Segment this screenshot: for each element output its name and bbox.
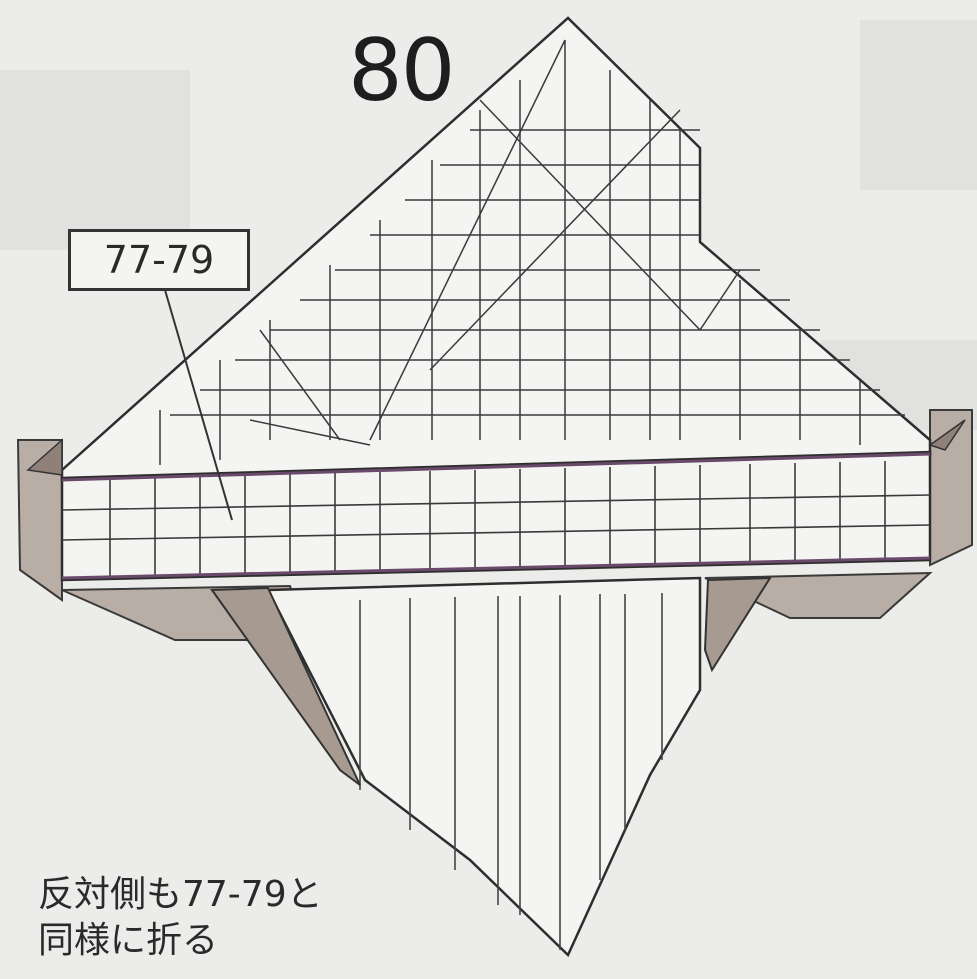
lower-panel-creases: [359, 593, 663, 950]
background-ghost-shapes: [0, 20, 977, 430]
strip-bottom-edge: [61, 556, 931, 580]
reference-leader-line: [164, 289, 233, 521]
left-cap-triangle: [26, 438, 63, 476]
lower-diamond-panel: [265, 576, 702, 958]
right-cap-triangle: [928, 419, 966, 451]
left-strut: [210, 586, 361, 786]
instruction-line-2: 同様に折る: [38, 920, 219, 961]
instruction-line-1: 反対側も77-79と: [38, 874, 323, 915]
left-end-cap: [16, 439, 63, 602]
upper-panel-creases: [159, 39, 905, 465]
horizontal-strip: [60, 450, 932, 582]
strip-top-edge: [61, 452, 931, 482]
step-number: 80: [348, 21, 455, 121]
reference-label-box: 77-79: [68, 229, 250, 291]
right-strut: [703, 576, 772, 673]
instruction-text: 反対側も77-79と 同様に折る: [38, 872, 323, 964]
strip-creases: [61, 461, 931, 578]
